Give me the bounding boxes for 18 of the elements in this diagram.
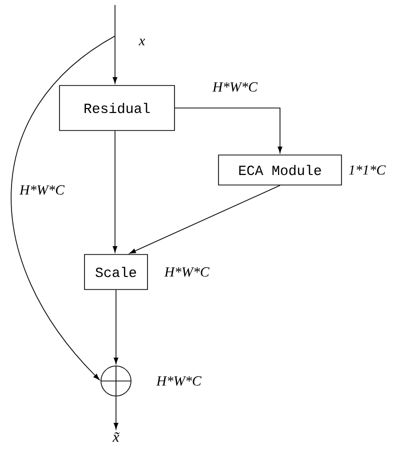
sum-symbol [100,366,132,396]
process-box: Scale [84,254,148,290]
arrow [129,185,280,254]
dimension-label: 1*1*C [348,165,386,175]
edge-label: H*W*C [18,184,66,196]
arrow [114,290,118,364]
process-box: ECA Module [218,154,342,186]
edge-label: x [138,38,146,46]
arrow [112,4,118,84]
process-box: Residual [59,85,175,131]
arrow [174,108,282,154]
dimension-label: H*W*C [156,376,202,386]
arrow [112,130,118,253]
edge-label: H*W*C [212,81,258,93]
arrow [10,36,116,380]
dimension-label: H*W*C [164,267,210,277]
output-label: x̃ [112,432,120,442]
arrow [114,396,118,430]
